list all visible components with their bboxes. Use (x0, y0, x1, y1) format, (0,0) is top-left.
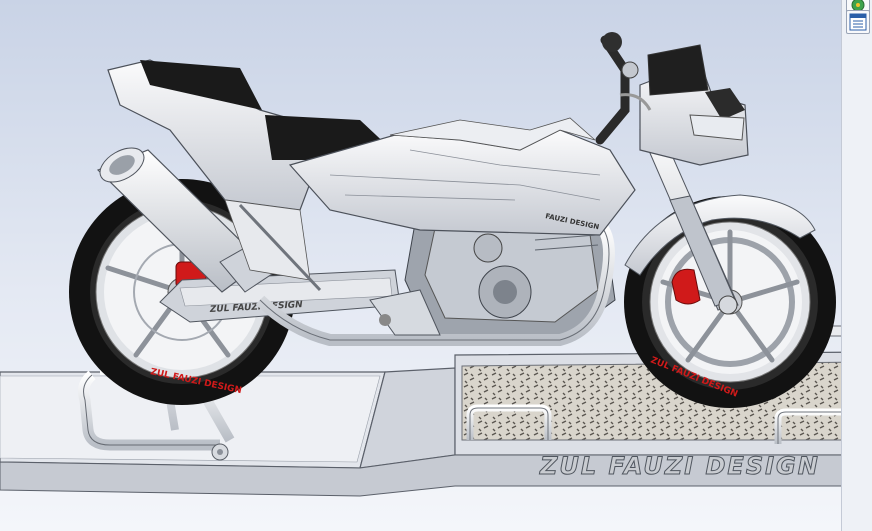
tail-section (107, 59, 392, 292)
handlebar (595, 32, 652, 145)
front-fork (639, 127, 739, 315)
footpeg-bracket (369, 289, 441, 336)
headlight-fairing (639, 44, 749, 166)
muffler (96, 147, 276, 293)
fuel-tank: FAUZI DESIGN (288, 117, 636, 236)
platform-brand-text: ZUL FAUZI DESIGN (540, 452, 820, 481)
motorcycle-model[interactable]: ZUL FAUZI DESIGN ZUL FAUZI DESIGN (0, 0, 842, 531)
display-pane-button[interactable] (846, 10, 870, 34)
display-pane-icon (849, 13, 867, 31)
exhaust-header (255, 220, 615, 346)
task-pane-strip (841, 0, 872, 531)
